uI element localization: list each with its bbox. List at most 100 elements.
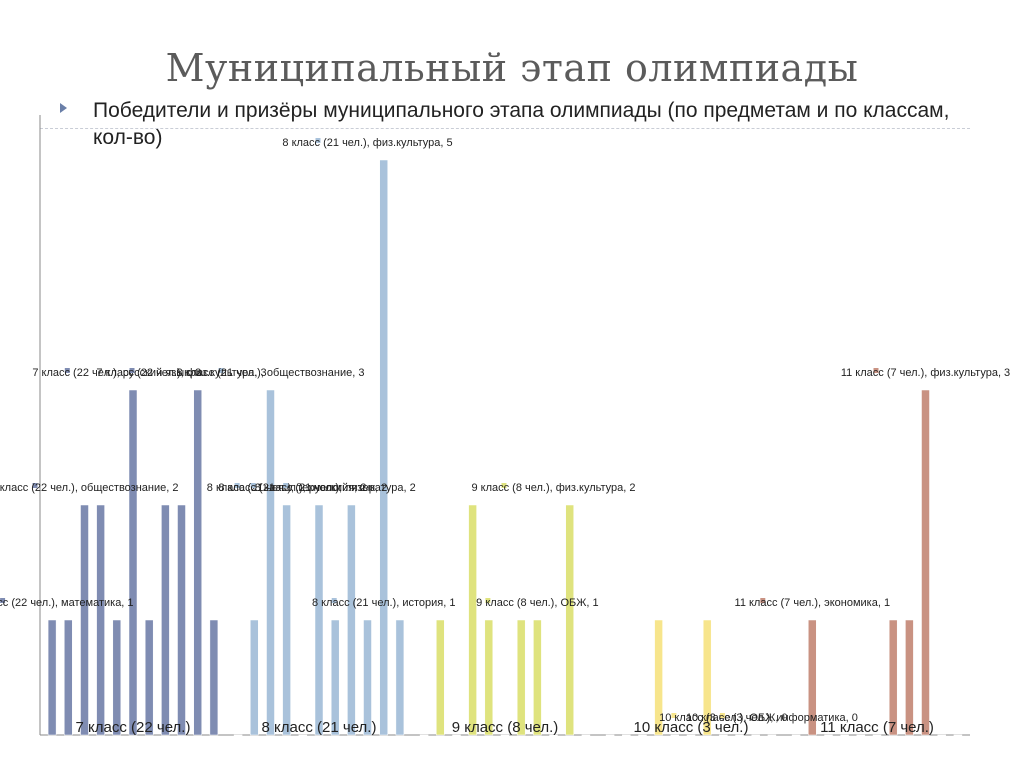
bar-3-6 bbox=[500, 734, 510, 736]
bar-5-6 bbox=[872, 734, 882, 736]
legend-key bbox=[218, 368, 224, 373]
bar-2-7 bbox=[330, 619, 340, 736]
data-label-4: 7 класс (22 чел.), физ.культура, 3 bbox=[96, 367, 266, 379]
bar-4-8 bbox=[719, 734, 728, 736]
bar-5-1 bbox=[791, 734, 801, 736]
data-label-2: 8 класс (21 чел.), обществознание, 3 bbox=[177, 367, 365, 379]
data-label-14: 9 класс (8 чел.), ОБЖ, 1 bbox=[476, 597, 598, 609]
legend-key bbox=[32, 483, 38, 488]
bar-2-6 bbox=[314, 504, 324, 736]
data-label-text: 11 класс (7 чел.), экономика, 1 bbox=[735, 597, 891, 609]
legend-key bbox=[760, 598, 766, 603]
data-label-text: 7 класс (22 чел.), физ.культура, 3 bbox=[96, 367, 266, 379]
bar-2-2 bbox=[250, 619, 259, 736]
bar-2-3 bbox=[266, 389, 275, 736]
bar-2-4 bbox=[282, 504, 291, 736]
legend-key bbox=[485, 598, 491, 603]
legend-key bbox=[331, 598, 337, 603]
bar-4-2 bbox=[622, 734, 631, 736]
bar-4-6 bbox=[686, 734, 696, 736]
legend-key bbox=[315, 138, 321, 143]
legend-key bbox=[283, 483, 289, 488]
data-label-text: 8 класс (21 чел.), литература, 2 bbox=[255, 482, 416, 494]
data-label-10: 8 класс (21 чел.), литература, 2 bbox=[255, 482, 416, 494]
data-label-text: 8 класс (21 чел.), русский язык, 2 bbox=[218, 482, 387, 494]
data-label-13: 8 класс (21 чел.), история, 1 bbox=[312, 597, 456, 609]
bar-3-11 bbox=[581, 734, 591, 736]
bar-3-2 bbox=[436, 619, 445, 736]
bar-4-7 bbox=[702, 619, 712, 736]
bar-1-2 bbox=[64, 619, 73, 736]
data-label-text: 10 класс (3 чел.), информатика, 0 bbox=[686, 712, 858, 724]
data-label-12: 11 класс (7 чел.), экономика, 1 bbox=[735, 597, 891, 609]
category-label-4: 10 класс (3 чел.) bbox=[634, 719, 749, 736]
category-label-2: 8 класс (21 чел.) bbox=[262, 719, 377, 736]
data-label-8: 8 класс (21 чел.), русский язык, 2 bbox=[218, 482, 387, 494]
bar-4-11 bbox=[767, 734, 777, 736]
bar-1-3 bbox=[80, 504, 89, 736]
data-label-text: 9 класс (8 чел.), физ.культура, 2 bbox=[471, 482, 635, 494]
bar-3-7 bbox=[516, 619, 526, 736]
bar-3-5 bbox=[484, 619, 494, 736]
bar-3-8 bbox=[533, 619, 542, 736]
bar-4-5 bbox=[670, 734, 680, 736]
bar-4-3 bbox=[638, 734, 647, 736]
bar-5-8 bbox=[905, 619, 914, 736]
bar-5-7 bbox=[888, 619, 898, 736]
bar-3-10 bbox=[565, 504, 574, 736]
bar-1-7 bbox=[144, 619, 154, 736]
bar-4-1 bbox=[605, 734, 615, 736]
bar-1-10 bbox=[193, 389, 202, 736]
bar-5-9 bbox=[921, 389, 930, 736]
bar-2-5 bbox=[298, 734, 308, 736]
bar-2-1 bbox=[233, 734, 243, 736]
bullet-text: Победители и призёры муниципального этап… bbox=[93, 99, 950, 149]
bar-2-8 bbox=[347, 504, 356, 736]
bar-3-4 bbox=[468, 504, 477, 736]
data-label-1: 8 класс (21 чел.), физ.культура, 5 bbox=[282, 137, 452, 149]
legend-key bbox=[129, 368, 135, 373]
bar-1-5 bbox=[112, 619, 122, 736]
data-label-text: 8 класс (21 чел.), обществознание, 3 bbox=[177, 367, 365, 379]
legend-key bbox=[64, 368, 70, 373]
data-label-6: 7 класс (22 чел.), обществознание, 2 bbox=[0, 482, 178, 494]
bar-5-3 bbox=[824, 734, 833, 736]
bar-4-10 bbox=[751, 734, 760, 736]
data-label-text: 9 класс (8 чел.), ОБЖ, 1 bbox=[476, 597, 598, 609]
bar-3-1 bbox=[419, 734, 429, 736]
bar-1-6 bbox=[128, 389, 138, 736]
title-separator bbox=[40, 128, 970, 129]
data-label-text: 11 класс (7 чел.), физ.культура, 3 bbox=[841, 367, 1010, 379]
bar-1-11 bbox=[209, 619, 219, 736]
category-label-5: 11 класс (7 чел.) bbox=[820, 719, 934, 736]
bar-2-11 bbox=[395, 619, 405, 736]
legend-key bbox=[501, 483, 507, 488]
data-label-11: 7 класс (22 чел.), математика, 1 bbox=[0, 597, 134, 609]
bar-5-4 bbox=[840, 734, 849, 736]
data-label-text: 7 класс (22 чел.), русский язык, 3 bbox=[32, 367, 201, 379]
data-label-5: 11 класс (7 чел.), физ.культура, 3 bbox=[841, 367, 1010, 379]
bar-5-10 bbox=[937, 734, 946, 736]
category-label-1: 7 класс (22 чел.) bbox=[76, 719, 191, 736]
slide-title: Муниципальный этап олимпиады bbox=[165, 46, 859, 90]
bullet-arrow-icon bbox=[60, 103, 67, 113]
data-label-text: 7 класс (22 чел.), обществознание, 2 bbox=[0, 482, 178, 494]
legend-key bbox=[234, 483, 240, 488]
bar-5-5 bbox=[856, 734, 866, 736]
data-label-9: 9 класс (8 чел.), физ.культура, 2 bbox=[471, 482, 635, 494]
legend-key bbox=[719, 713, 725, 718]
bar-3-9 bbox=[549, 734, 558, 736]
data-label-3: 7 класс (22 чел.), русский язык, 3 bbox=[32, 367, 201, 379]
bar-3-3 bbox=[452, 734, 461, 736]
bar-1-4 bbox=[96, 504, 105, 736]
bar-5-2 bbox=[808, 619, 817, 736]
legend-key bbox=[250, 483, 256, 488]
bar-2-9 bbox=[363, 619, 372, 736]
data-label-text: 8 класс (21 чел.), история, 1 bbox=[312, 597, 456, 609]
bar-4-4 bbox=[654, 619, 663, 736]
data-label-16: 10 класс (3 чел.), информатика, 0 bbox=[686, 712, 858, 724]
bar-5-11 bbox=[953, 734, 963, 736]
legend-key bbox=[873, 368, 879, 373]
bar-1-8 bbox=[161, 504, 170, 736]
